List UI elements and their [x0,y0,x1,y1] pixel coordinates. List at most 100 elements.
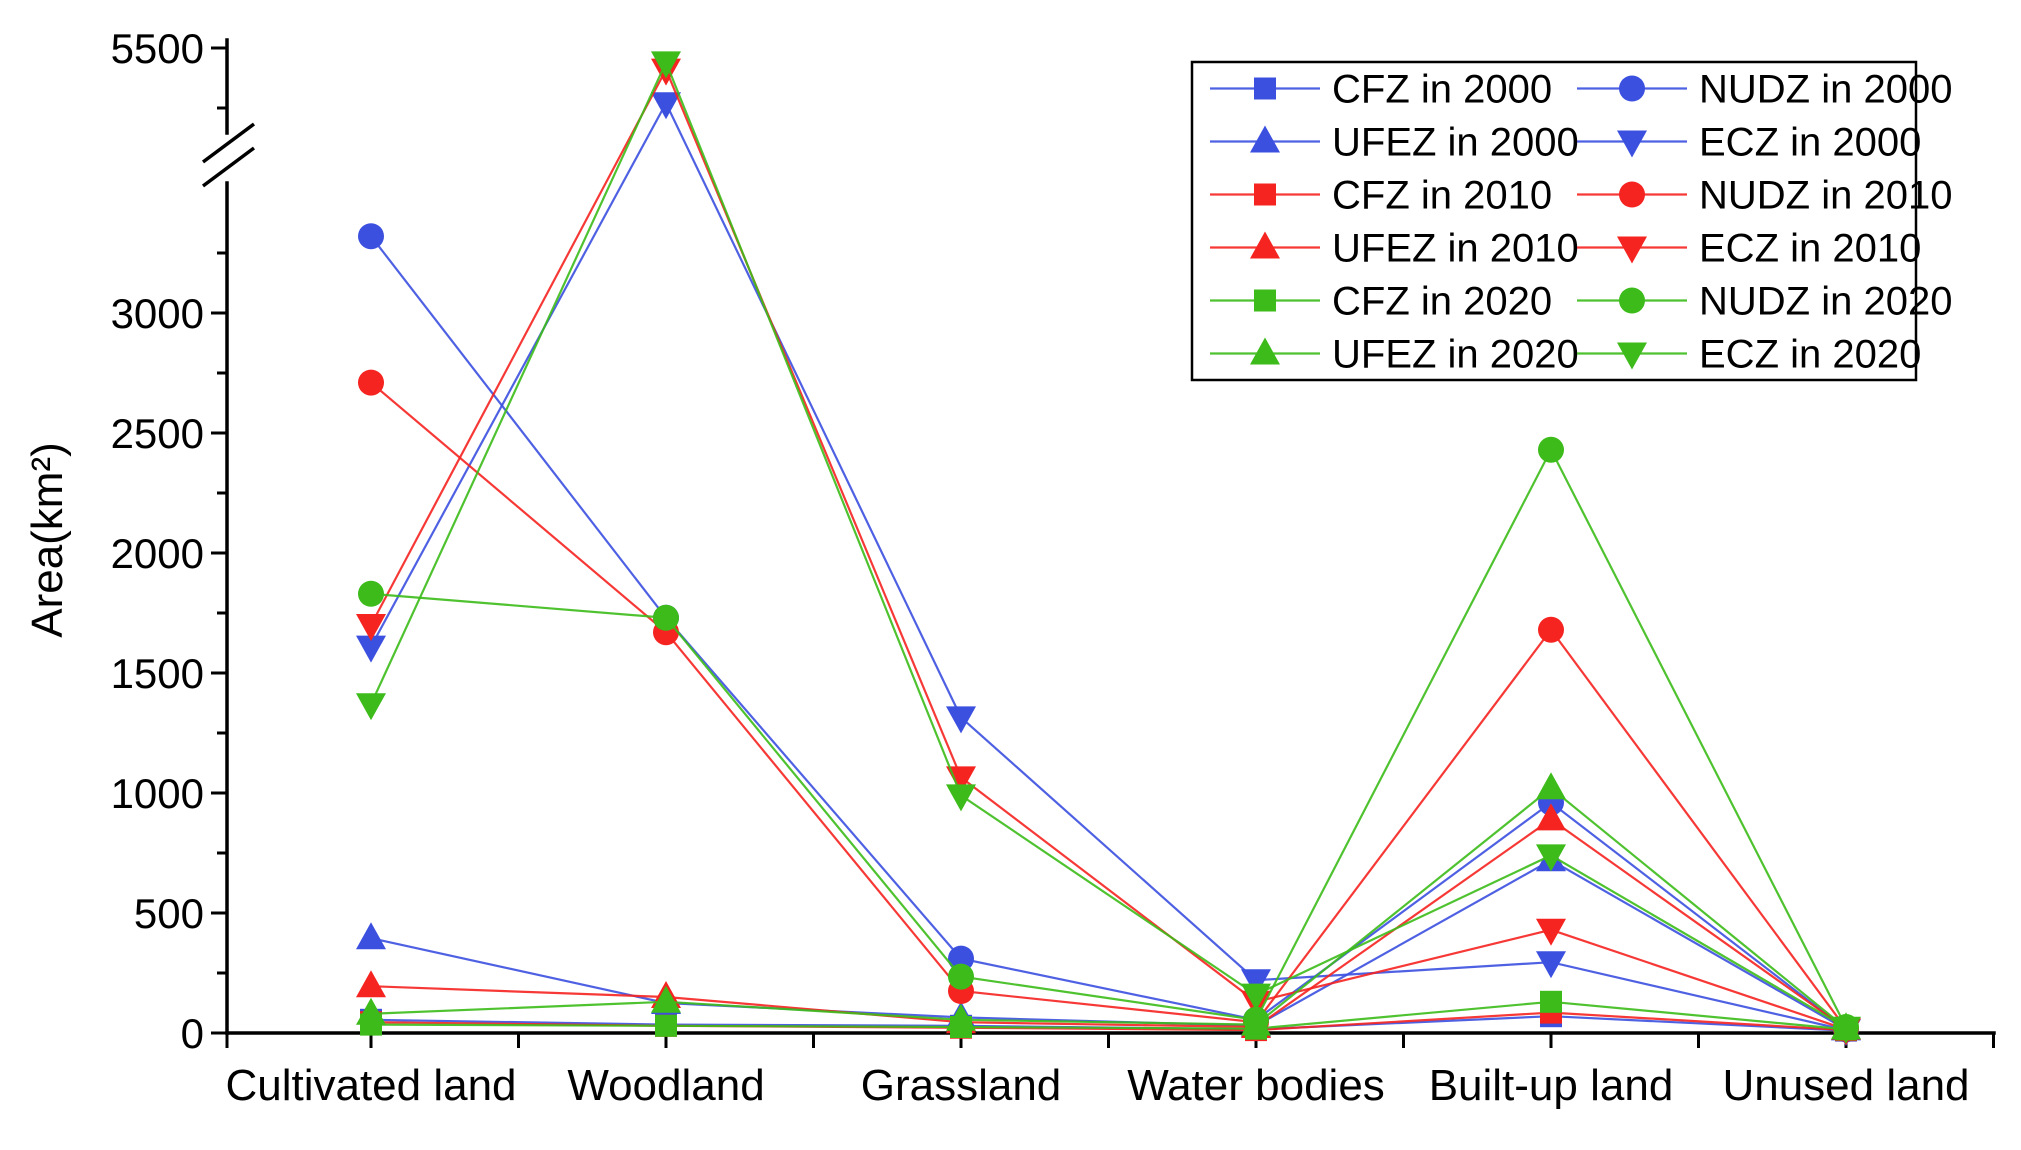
data-point-ECZ-2010 [356,614,386,641]
x-category-label: Cultivated land [225,1061,516,1110]
series-line [370,786,1847,1030]
legend-label: NUDZ in 2010 [1699,174,1952,218]
data-point-NUDZ-2020 [1243,1006,1269,1033]
series-line [370,100,1847,1032]
series-line [370,1000,1847,1031]
y-tick-label: 2000 [111,530,204,577]
legend-marker-circle [1619,287,1645,314]
series-ECZ-2020 [356,51,1861,1044]
x-category-label: Water bodies [1127,1061,1385,1110]
legend-marker-triangle-up [1250,337,1280,365]
legend-item-ECZ-2020: ECZ in 2020 [1577,333,1921,377]
legend-box [1190,60,1918,382]
series-NUDZ-2010 [358,369,1859,1042]
series-line [370,59,1847,1029]
series-line [370,381,1847,1030]
legend-marker-triangle-up [1250,231,1280,259]
legend-marker-circle [1619,181,1645,208]
y-tick-label: 500 [134,890,204,937]
x-tick-labels: Cultivated land Woodland Grassland Water bo… [225,1061,1969,1110]
legend-marker-triangle-down [1617,236,1647,264]
series-line [370,67,1847,1031]
legend-marker-circle [1619,75,1645,102]
y-axis-break-symbol [201,122,256,188]
data-point-ECZ-2000 [651,92,681,120]
legend-item-NUDZ-2020: NUDZ in 2020 [1577,280,1952,324]
legend-label: UFEZ in 2020 [1332,333,1579,377]
y-tick-label: 1000 [111,770,204,817]
y-tick-label: 5500 [111,25,204,72]
y-tick-labels: 0 500 1000 1500 2000 2500 3000 5500 [111,25,204,1057]
legend-item-UFEZ-2020: UFEZ in 2020 [1210,333,1579,377]
data-point-ECZ-2020 [651,51,681,79]
legend-marker-triangle-up [1250,125,1280,153]
series-line [370,235,1847,1031]
legend-marker-square [1254,77,1276,100]
data-point-CFZ-2020 [655,1014,677,1037]
legend-item-CFZ-2010: CFZ in 2010 [1210,174,1552,218]
data-point-CFZ-2020 [1540,990,1562,1013]
data-point-UFEZ-2020 [1536,772,1566,800]
legend-item-UFEZ-2000: UFEZ in 2000 [1210,121,1579,165]
y-tick-label: 2500 [111,410,204,457]
data-point-ECZ-2020 [356,693,386,721]
y-axis-title: Area(km²) [23,442,72,638]
x-category-label: Unused land [1722,1061,1969,1110]
data-point-ECZ-2020 [1831,1016,1861,1044]
data-point-ECZ-2000 [356,635,386,663]
series-line [370,818,1847,1030]
legend-label: UFEZ in 2000 [1332,121,1579,165]
legend-label: ECZ in 2000 [1699,121,1921,165]
legend-label: CFZ in 2020 [1332,280,1552,324]
data-point-NUDZ-2010 [358,369,384,396]
series-UFEZ-2000 [356,844,1861,1041]
series-NUDZ-2020 [358,436,1859,1040]
data-point-NUDZ-2020 [358,580,384,607]
legend-marker-triangle-down [1617,342,1647,370]
data-point-ECZ-2000 [946,706,976,734]
x-category-label: Grassland [861,1061,1062,1110]
x-category-label: Built-up land [1429,1061,1674,1110]
legend-label: NUDZ in 2000 [1699,68,1952,112]
x-ticks [225,1033,1995,1048]
data-point-UFEZ-2020 [651,985,681,1013]
legend-item-ECZ-2000: ECZ in 2000 [1577,121,1921,165]
y-tick-label: 1500 [111,650,204,697]
data-point-NUDZ-2020 [1538,436,1564,463]
legend-item-NUDZ-2000: NUDZ in 2000 [1577,68,1952,112]
legend-label: ECZ in 2020 [1699,333,1921,377]
data-point-ECZ-2000 [1536,951,1566,979]
data-point-UFEZ-2020 [356,997,386,1025]
legend-item-NUDZ-2010: NUDZ in 2010 [1577,174,1952,218]
data-point-UFEZ-2020 [946,1003,976,1031]
legend-label: UFEZ in 2010 [1332,227,1579,271]
data-point-UFEZ-2010 [356,970,386,998]
data-point-NUDZ-2020 [948,963,974,990]
y-ticks [211,46,227,1035]
data-point-ECZ-2010 [946,766,976,794]
data-point-ECZ-2000 [1241,969,1271,997]
series-CFZ-2020 [360,990,1857,1041]
data-point-ECZ-2020 [946,784,976,812]
break-slash [201,146,256,188]
legend-label: CFZ in 2010 [1332,174,1552,218]
data-point-NUDZ-2010 [1538,616,1564,643]
break-slash [201,122,256,164]
legend-marker-square [1254,289,1276,312]
legend-label: CFZ in 2000 [1332,68,1552,112]
legend-label: NUDZ in 2020 [1699,280,1952,324]
y-tick-label: 0 [181,1010,204,1057]
x-category-label: Woodland [567,1061,764,1110]
legend-marker-square [1254,183,1276,206]
legend-label: ECZ in 2010 [1699,227,1921,271]
data-point-NUDZ-2020 [653,604,679,631]
legend-item-ECZ-2010: ECZ in 2010 [1577,227,1921,271]
y-tick-label: 3000 [111,290,204,337]
data-point-NUDZ-2000 [948,945,974,972]
data-point-ECZ-2010 [1536,918,1566,946]
legend-item-CFZ-2000: CFZ in 2000 [1210,68,1552,112]
data-point-NUDZ-2000 [358,223,384,250]
